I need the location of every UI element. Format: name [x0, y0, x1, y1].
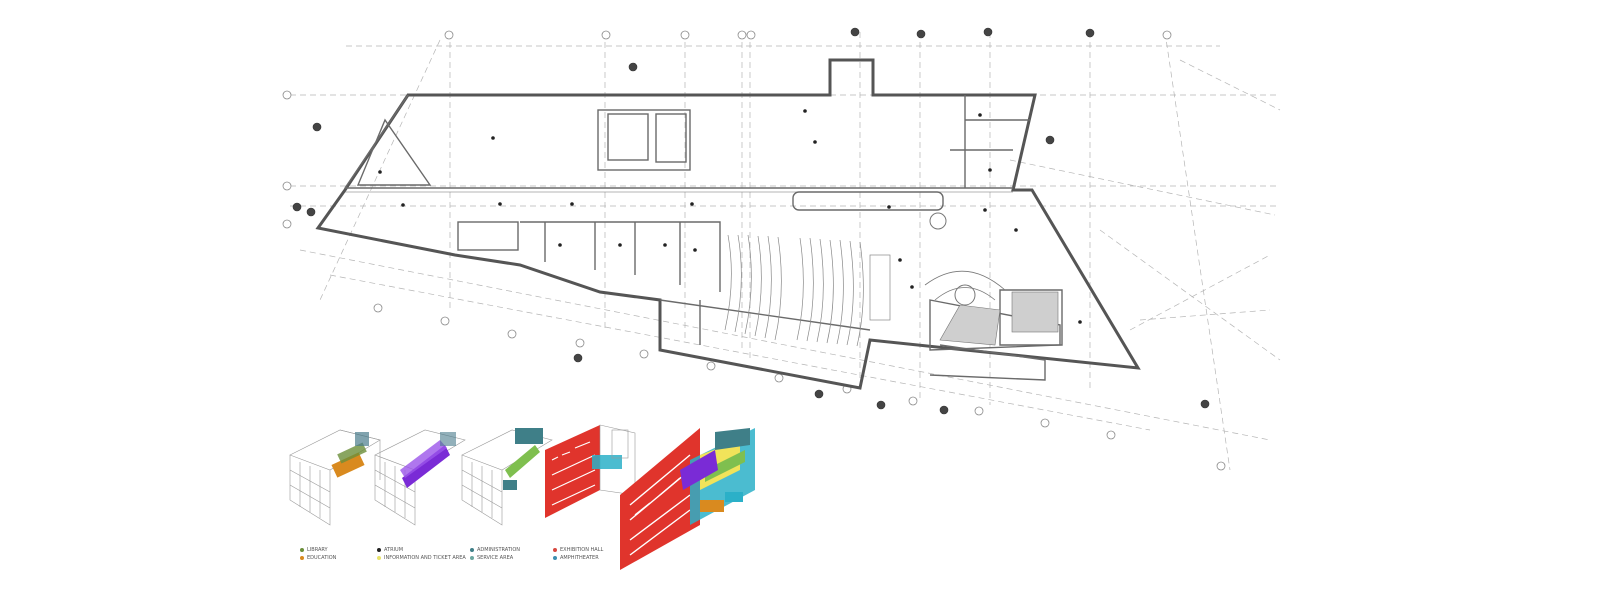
- legend-label: EXHIBITION HALL: [560, 547, 604, 553]
- legend-swatch: [553, 556, 557, 560]
- massing-diagram-2: [374, 429, 466, 526]
- grid-bubbles: [282, 30, 1226, 471]
- legend-swatch: [553, 548, 557, 552]
- legend-item: AMPHITHEATER: [553, 554, 603, 562]
- stair-core: [939, 291, 1059, 346]
- section-markers: [292, 27, 1210, 415]
- legend-swatch: [377, 556, 381, 560]
- amphitheater-seating: [724, 234, 891, 347]
- legend-label: ATRIUM: [384, 547, 404, 553]
- legend-item: ATRIUM: [377, 546, 466, 554]
- room-tags: [378, 109, 1082, 324]
- circular-atrium: [954, 284, 976, 306]
- massing-diagram-1: [289, 429, 381, 526]
- legend-group-4: EXHIBITION HALL AMPHITHEATER: [553, 546, 603, 562]
- legend-item: EXHIBITION HALL: [553, 546, 603, 554]
- legend-label: SERVICE AREA: [477, 555, 514, 561]
- legend-label: LIBRARY: [307, 547, 328, 553]
- legend-swatch: [300, 548, 304, 552]
- interior-walls: [344, 94, 1063, 381]
- massing-diagram-5: [620, 428, 755, 570]
- legend-label: EDUCATION: [307, 555, 337, 561]
- legend-item: LIBRARY: [300, 546, 336, 554]
- legend-label: AMPHITHEATER: [560, 555, 599, 561]
- grid-lines: [290, 31, 1281, 471]
- legend-swatch: [300, 556, 304, 560]
- legend-label: ADMINISTRATION: [477, 547, 521, 553]
- legend-swatch: [377, 548, 381, 552]
- legend-swatch: [470, 548, 474, 552]
- legend-group-1: LIBRARY EDUCATION: [300, 546, 336, 562]
- legend-item: EDUCATION: [300, 554, 336, 562]
- circular-feature: [929, 212, 947, 230]
- massing-diagram-4: [545, 424, 636, 518]
- legend-group-3: ADMINISTRATION SERVICE AREA: [470, 546, 520, 562]
- legend-item: ADMINISTRATION: [470, 546, 520, 554]
- legend-item: SERVICE AREA: [470, 554, 520, 562]
- legend-item: INFORMATION AND TICKET AREA: [377, 554, 466, 562]
- legend-swatch: [470, 556, 474, 560]
- legend-label: INFORMATION AND TICKET AREA: [384, 555, 466, 561]
- massing-diagram-3: [461, 428, 553, 526]
- building-outline: [315, 58, 1141, 390]
- legend-group-2: ATRIUM INFORMATION AND TICKET AREA: [377, 546, 466, 562]
